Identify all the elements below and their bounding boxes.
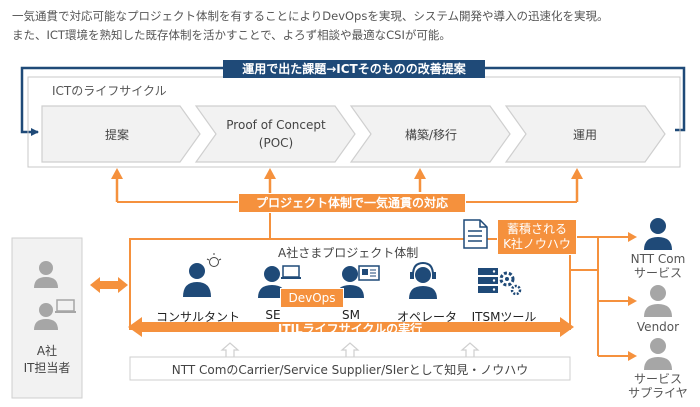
- consultant-icon: [183, 253, 222, 297]
- se-icon: [258, 265, 301, 298]
- service-supplier-icon: [644, 338, 672, 370]
- chevron-stage-3: [349, 105, 511, 163]
- improvement-label: 運用で出た課題→ICTそのものの改善提案: [223, 60, 485, 78]
- external-service-supplier: サービス サプライヤ: [628, 372, 688, 400]
- chevron-stage-2: [194, 105, 356, 163]
- itil-bar: [128, 317, 574, 337]
- ntt-com-service-icon: [644, 218, 672, 250]
- role-sm: SM: [342, 308, 360, 322]
- vendor-icon: [644, 285, 672, 317]
- external-vendor: Vendor: [636, 320, 680, 334]
- role-se: SE: [265, 308, 281, 322]
- intro-line-1: 一気通貫で対応可能なプロジェクト体制を有することによりDevOpsを実現、システ…: [12, 9, 609, 23]
- devops-label: DevOps: [280, 288, 344, 308]
- stage-label-1: 提案: [104, 128, 129, 142]
- knowhow-label: 蓄積される K社ノウハウ: [497, 219, 577, 255]
- role-itsm-tool: ITSMツール: [471, 310, 537, 324]
- chevron-stage-1: [41, 105, 201, 163]
- external-arrows: [570, 232, 637, 361]
- stage-label-2: Proof of Concept (POC): [226, 118, 326, 150]
- stage-label-3: 構築/移行: [404, 128, 458, 142]
- document-icon: [463, 219, 488, 249]
- project-label: プロジェクト体制で一気通貫の対応: [238, 193, 466, 213]
- intro-line-2: また、ICT環境を熟知した既存体制を活かすことで、よろず相談や最適なCSIが可能…: [12, 28, 451, 42]
- stage-label-4: 運用: [572, 128, 597, 142]
- client-laptop-person-icon: [34, 299, 76, 330]
- itsm-tool-icon: [478, 268, 522, 296]
- lifecycle-title: ICTのライフサイクル: [52, 84, 167, 98]
- foundation-label: NTT ComのCarrier/Service Supplier/SIerとして…: [171, 363, 529, 377]
- external-ntt-com-service: NTT Com サービス: [630, 252, 686, 280]
- client-team-double-arrow: [90, 277, 128, 293]
- foundation-up-arrows: [220, 342, 480, 357]
- role-operator: オペレータ: [396, 310, 457, 324]
- foundation-frame: [129, 356, 571, 381]
- client-person-icon: [34, 261, 58, 288]
- team-title: A社さまプロジェクト体制: [278, 246, 419, 260]
- client-label: A社 IT担当者: [23, 344, 71, 375]
- itil-label: ITILライフサイクルの実行: [277, 322, 423, 336]
- operator-icon: [409, 261, 437, 299]
- chevron-stage-4: [504, 105, 666, 163]
- role-consultant: コンサルタント: [155, 310, 240, 324]
